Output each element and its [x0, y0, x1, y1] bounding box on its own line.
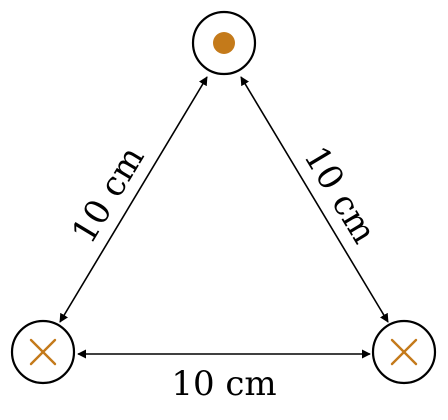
wire-top — [191, 10, 257, 76]
wire-bottom-right — [371, 319, 437, 385]
left-side-label: 10 cm — [64, 140, 153, 251]
bottom-side-label: 10 cm — [171, 364, 276, 404]
right-side-label: 10 cm — [295, 140, 384, 251]
wire-bottom-left — [10, 319, 76, 385]
right-side-arrow — [240, 76, 389, 323]
cross-icon — [390, 338, 418, 366]
left-side-arrow — [59, 76, 208, 323]
cross-icon — [29, 338, 57, 366]
dot-icon — [213, 32, 235, 54]
